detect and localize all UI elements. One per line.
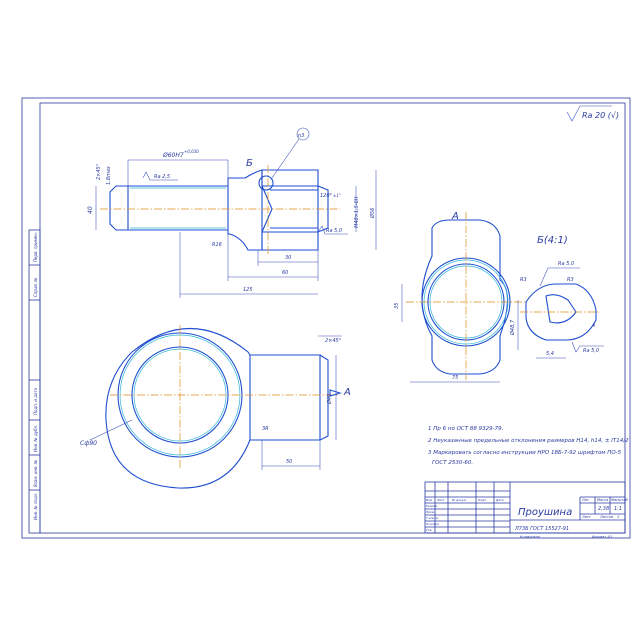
dim-angle-tol: ±1° xyxy=(333,193,341,198)
tb-row-date: Дата xyxy=(495,498,504,502)
tb-scale-header: Масштаб xyxy=(611,498,628,502)
detail-b: Б(4:1) Ra 5,0 R3 R3 Ø48,7 5,4 4 Ra 5,0 xyxy=(509,235,604,359)
tb-scale: 1:1 xyxy=(614,506,622,512)
tb-material: Л73Б ГОСТ 15527-91 xyxy=(514,526,569,532)
tb-format-label: Формат А3 xyxy=(592,535,612,539)
detail-b-label: Б(4:1) xyxy=(537,235,568,246)
roughness-general-text: Ra 20 (√) xyxy=(582,111,619,120)
dim-angle: 120° xyxy=(320,193,333,199)
roughness-thread: Ra 5,0 xyxy=(326,228,342,234)
dim-30: 30 xyxy=(285,255,291,261)
tb-row-doc: № докум. xyxy=(451,498,467,502)
tb-row-list: Лист xyxy=(436,498,445,502)
strip-label-5: Взам. инв. № xyxy=(33,460,38,487)
dim-thread: M48×1,5-6H xyxy=(354,196,360,228)
top-dim-dia-right: Ø40 xyxy=(326,394,333,405)
top-dim-sphere: Сф90 xyxy=(80,440,97,447)
top-view-arrow-label: А xyxy=(343,387,351,398)
tb-role-5: Утв. xyxy=(426,528,432,532)
view-a-dim-bottom: 75 xyxy=(452,375,458,381)
detail-r-top: Ra 5,0 xyxy=(558,261,574,267)
view-a: А 35 75 xyxy=(394,211,526,383)
top-view: 2×45° Ø40 3R 50 Сф90 А xyxy=(80,325,351,489)
tb-mass-header: Масса xyxy=(597,498,608,502)
note-2: 2 Неуказанные предельные отклонения разм… xyxy=(428,438,629,444)
detail-dim-angle: 4 xyxy=(592,323,595,329)
dim-bore: Ø60H7 xyxy=(162,152,184,159)
detail-r-bottom: Ra 5,0 xyxy=(583,348,599,354)
view-a-dim-side: 35 xyxy=(394,303,400,309)
technical-notes: 1 Пр 6 по ОСТ 88 9329-79. 2 Неуказанные … xyxy=(428,426,629,466)
strip-label-3: Подп. и дата xyxy=(33,387,38,415)
tb-role-4: Н.контр. xyxy=(426,522,439,526)
tb-part-name: Проушина xyxy=(518,507,572,518)
dim-width-small: 1,8max xyxy=(106,166,112,185)
tb-sheet-label: Лист xyxy=(581,515,592,519)
top-dim-edge: 3R xyxy=(262,426,269,432)
view-a-label: А xyxy=(451,211,459,222)
tb-role-2: Пров. xyxy=(426,510,435,514)
tb-role-3: Т.контр. xyxy=(426,516,439,520)
strip-label-1: Перв. примен. xyxy=(33,232,38,262)
detail-dim-vert: Ø48,7 xyxy=(509,319,516,336)
dim-bore-tol: +0,030 xyxy=(184,149,199,154)
strip-label-4: Инв. № дубл. xyxy=(33,425,38,452)
general-roughness: Ra 20 (√) xyxy=(566,105,619,122)
sheet-border xyxy=(21,97,631,539)
tb-row-izm: Изм. xyxy=(426,498,433,502)
detail-r1: R3 xyxy=(520,277,527,283)
balloon-n3: n3 xyxy=(298,133,304,139)
strip-label-2: Справ. № xyxy=(33,278,38,297)
tb-sheets: 1 xyxy=(617,515,619,519)
tb-row-sign: Подп. xyxy=(478,498,487,502)
tb-mass: 2,38 xyxy=(598,506,609,512)
dim-radius: R16 xyxy=(212,242,222,248)
tb-role-1: Разраб. xyxy=(426,504,438,508)
note-3: 3 Маркировать согласно инструкции НРО 18… xyxy=(428,450,622,456)
tb-lit-header: Лит. xyxy=(581,498,590,502)
main-section-view: Б n3 Ø60H7 +0,030 2×45° 1,8max Ra 2,5 40… xyxy=(87,127,377,298)
detail-r2: R3 xyxy=(567,277,574,283)
note-4: ГОСТ 2530-60. xyxy=(432,460,473,466)
dim-125: 125 xyxy=(243,287,253,293)
dim-dia-right: Ø56 xyxy=(369,208,376,219)
dim-height-left: 40 xyxy=(87,206,94,214)
left-strip: Перв. примен. Справ. № Подп. и дата Инв.… xyxy=(28,229,41,534)
dim-chamfer-left: 2×45° xyxy=(96,163,102,180)
tb-sheets-label: Листов xyxy=(599,515,613,519)
detail-dim-small: 5,4 xyxy=(546,351,554,357)
roughness-bore: Ra 2,5 xyxy=(154,174,170,180)
top-dim-chamfer: 2×45° xyxy=(325,338,342,344)
section-mark-b: Б xyxy=(246,158,253,169)
note-1: 1 Пр 6 по ОСТ 88 9329-79. xyxy=(428,426,504,432)
tb-copy-label: Копировал xyxy=(520,535,541,539)
title-block: Изм. Лист № докум. Подп. Дата Разраб. Пр… xyxy=(424,481,628,539)
dim-60: 60 xyxy=(282,270,288,276)
strip-label-6: Инв. № подл. xyxy=(33,492,38,520)
top-dim-len: 50 xyxy=(286,459,292,465)
